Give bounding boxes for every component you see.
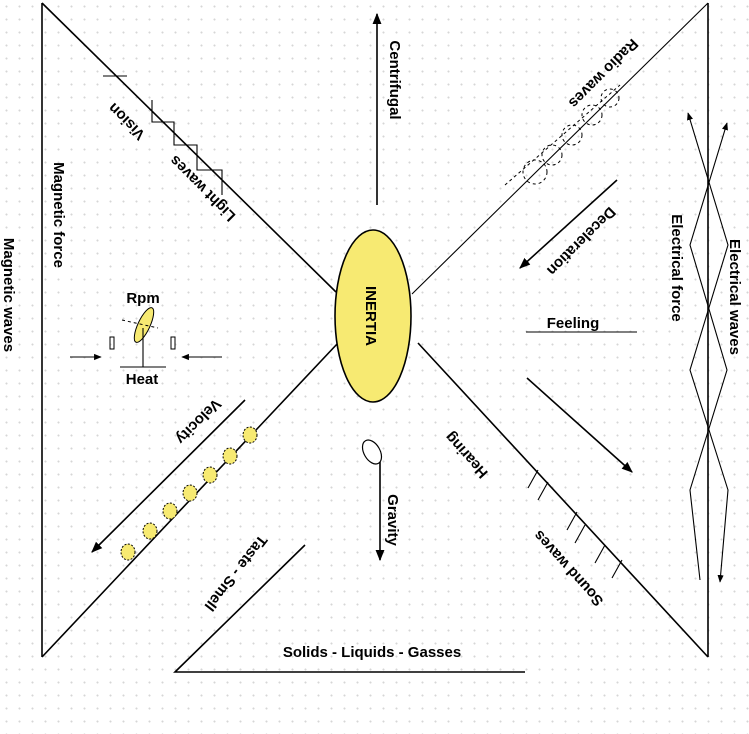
particle bbox=[202, 466, 218, 484]
magnetic-waves-label: Magnetic waves bbox=[0, 238, 17, 352]
sound-wave-ticks bbox=[527, 469, 623, 579]
particle bbox=[120, 543, 136, 561]
vision-label: Vision bbox=[105, 99, 149, 143]
heat-label: Heat bbox=[126, 371, 159, 388]
rpm-dash bbox=[121, 319, 159, 329]
top-left-diagonal bbox=[41, 2, 337, 293]
sound-waves-label: Sound waves bbox=[530, 527, 607, 610]
taste-smell-label: Taste - Smell bbox=[201, 532, 271, 615]
particle bbox=[242, 426, 258, 444]
bottom-inner-triangle bbox=[173, 544, 525, 673]
light-waves-zigzag bbox=[151, 100, 223, 195]
deceleration-arrow bbox=[519, 179, 618, 269]
states-label: Solids - Liquids - Gasses bbox=[283, 644, 461, 661]
rpm-label: Rpm bbox=[126, 290, 159, 307]
magnetic-force-label: Magnetic force bbox=[50, 162, 67, 268]
bottom-right-diagonal bbox=[417, 342, 709, 658]
feeling-arrow bbox=[526, 377, 633, 473]
electrical-force-label: Electrical force bbox=[668, 214, 685, 322]
rpm-ellipse bbox=[133, 307, 155, 343]
particle bbox=[182, 484, 198, 502]
gravity-ellipse bbox=[361, 439, 383, 465]
radio-waves-squiggle bbox=[504, 84, 621, 186]
electrical-waves-label: Electrical waves bbox=[726, 239, 743, 355]
light-waves-label: Light waves bbox=[166, 152, 239, 225]
particle bbox=[162, 502, 178, 520]
particle bbox=[222, 447, 238, 465]
heat-block-right bbox=[170, 336, 176, 350]
deceleration-label: Deceleration bbox=[543, 203, 619, 279]
heat-block-left bbox=[109, 336, 115, 350]
velocity-particles bbox=[120, 426, 258, 561]
centrifugal-label: Centrifugal bbox=[386, 40, 403, 119]
velocity-arrow bbox=[91, 399, 246, 553]
electrical-wave-b bbox=[687, 112, 729, 583]
feeling-label: Feeling bbox=[547, 315, 600, 332]
inertia-label: INERTIA bbox=[362, 286, 379, 346]
hearing-label: Hearing bbox=[442, 429, 492, 482]
particle bbox=[142, 522, 158, 540]
inertia-ellipse bbox=[334, 229, 412, 403]
radio-waves-label: Radio waves bbox=[565, 35, 641, 111]
gravity-label: Gravity bbox=[384, 494, 401, 546]
velocity-label: Velocity bbox=[172, 395, 225, 448]
